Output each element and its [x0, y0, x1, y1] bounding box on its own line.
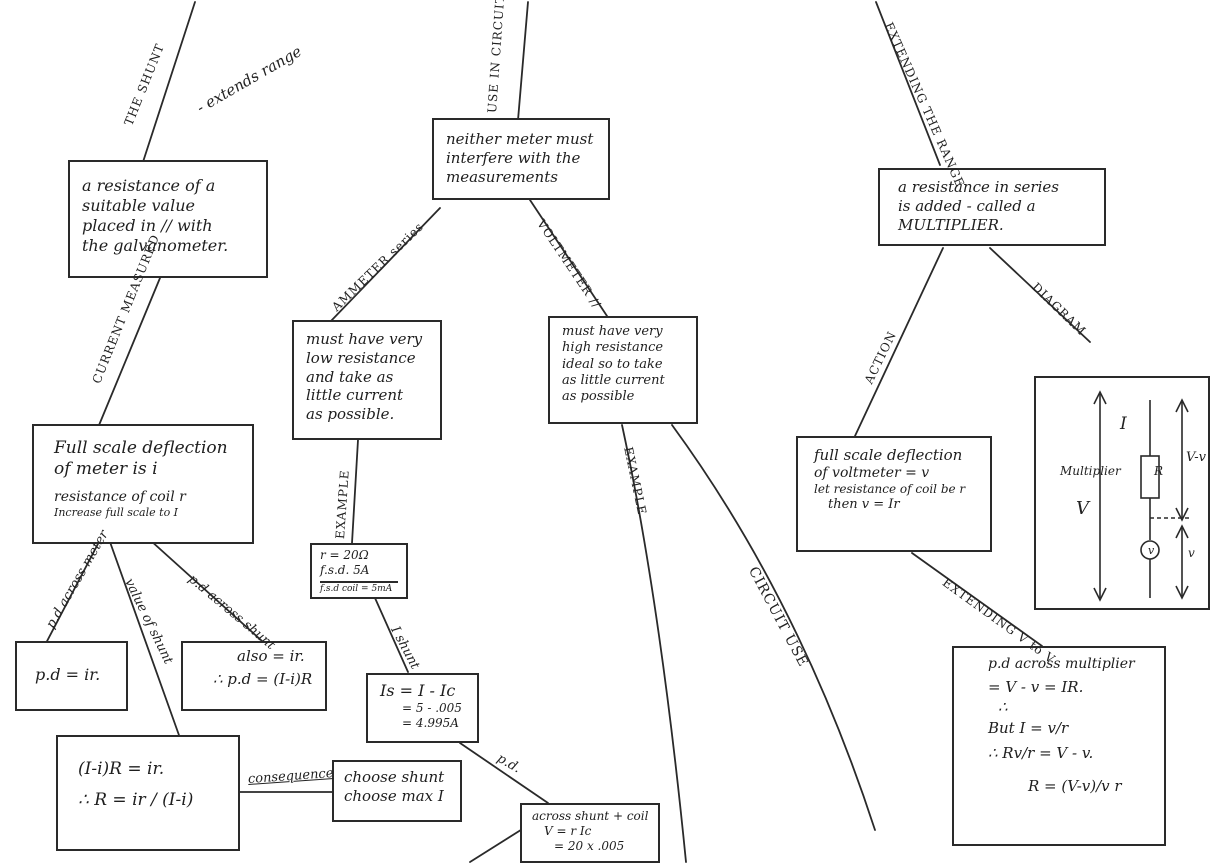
connector-diagram [989, 247, 1091, 343]
voltmeter-requirement-line: as little current [562, 372, 665, 388]
shunt-definition-line: suitable value [82, 196, 195, 215]
pd-across-shunt-line: ∴ p.d = (I-i)R [213, 669, 313, 688]
multiplier-definition-line: is added - called a [898, 196, 1036, 215]
connector-extending-top [875, 1, 941, 166]
connector-example-left [351, 439, 359, 544]
choose-shunt-line: choose max I [344, 786, 444, 805]
multiplier-definition-line: a resistance in series [898, 178, 1059, 196]
example-values-box: r = 20Ω f.s.d. 5A f.s.d coil = 5mA [310, 543, 408, 599]
shunt-current-line: Is = I - Ic [380, 681, 456, 700]
shunt-definition-line: the galvanometer. [82, 236, 229, 255]
fsd-line: Full scale deflection [54, 438, 228, 458]
choose-shunt-box: choose shunt choose max I [332, 760, 462, 822]
pd-across-shunt-box: also = ir. ∴ p.d = (I-i)R [181, 641, 327, 711]
connector-action [854, 247, 944, 437]
shunt-equation-box: (I-i)R = ir. ∴ R = ir / (I-i) [56, 735, 240, 851]
ammeter-requirement-box: must have very low resistance and take a… [292, 320, 442, 440]
connector-ammeter [329, 207, 441, 323]
voltmeter-requirement-line: must have very [562, 324, 663, 339]
across-shunt-line: across shunt + coil [532, 809, 649, 823]
resistor-label: R [1154, 464, 1164, 478]
multiplier-calc-line: ∴ [998, 698, 1008, 717]
multiplier-calc-line: ∴ Rv/r = V - v. [988, 743, 1094, 762]
connector-circuit-use [671, 424, 876, 831]
connector-current-measured [96, 277, 161, 431]
multiplier-definition-box: a resistance in series is added - called… [878, 168, 1106, 246]
connector-pd-meter [44, 539, 101, 646]
shunt-equation-line: (I-i)R = ir. [78, 759, 165, 779]
voltmeter-requirement-line: ideal so to take [562, 356, 663, 372]
shunt-current-line: = 4.995A [402, 716, 459, 730]
voltmeter-requirement-line: high resistance [562, 340, 664, 356]
ammeter-requirement-line: little current [306, 386, 404, 405]
ammeter-requirement-line: low resistance [306, 348, 416, 367]
voltmeter-fsd-line: then v = Ir [828, 497, 900, 513]
multiplier-calculation-box: p.d across multiplier = V - v = IR. ∴ Bu… [952, 646, 1166, 846]
fsd-line: of meter is i [54, 459, 158, 480]
multiplier-calc-line: R = (V-v)/v r [1028, 776, 1122, 795]
full-scale-deflection-box: Full scale deflection of meter is i resi… [32, 424, 254, 544]
voltmeter-fsd-line: of voltmeter = v [814, 464, 930, 481]
ammeter-requirement-line: as possible. [306, 405, 395, 423]
pd-across-shunt-line: also = ir. [237, 647, 305, 665]
example-value-line: r = 20Ω [320, 548, 369, 562]
multiplier-calc-line: But I = v/r [988, 719, 1069, 737]
connector-pd-shunt [149, 539, 263, 642]
multiplier-definition-line: MULTIPLIER. [898, 215, 1004, 234]
connector-extending-v [911, 552, 1043, 647]
connector-example-right [621, 424, 687, 863]
multiplier-calc-line: p.d across multiplier [988, 656, 1135, 672]
total-voltage-label: V [1076, 498, 1089, 519]
connector-voltmeter [529, 199, 608, 317]
connector-use-top [517, 1, 529, 121]
example-value-extra: f.s.d coil = 5mA [320, 581, 398, 595]
ammeter-requirement-line: and take as [306, 367, 394, 386]
voltmeter-fsd-line: let resistance of coil be r [814, 482, 966, 497]
shunt-equation-line: ∴ R = ir / (I-i) [78, 790, 194, 811]
neither-meter-line: measurements [446, 167, 558, 186]
connector-shunt-top [141, 1, 196, 166]
connector-ishunt [374, 597, 409, 673]
pd-ir-line: p.d = ir. [35, 665, 101, 684]
voltmeter-requirement-box: must have very high resistance ideal so … [548, 316, 698, 424]
fsd-line: resistance of coil r [54, 488, 186, 505]
circuit-diagram [1093, 390, 1190, 602]
pd-ir-box: p.d = ir. [15, 641, 128, 711]
voltmeter-requirement-line: as possible [562, 389, 635, 404]
choose-shunt-line: choose shunt [344, 768, 445, 786]
shunt-definition-line: placed in // with [82, 216, 213, 235]
shunt-definition-line: a resistance of a [82, 176, 216, 195]
across-shunt-coil-box: across shunt + coil V = r Ic = 20 x .005 [520, 803, 660, 863]
voltmeter-fsd-line: full scale deflection [814, 446, 963, 464]
multiplier-label: Multiplier [1060, 464, 1121, 478]
neither-meter-box: neither meter must interfere with the me… [432, 118, 610, 200]
connector-across-down [469, 827, 525, 863]
voltmeter-fsd-box: full scale deflection of voltmeter = v l… [796, 436, 992, 552]
voltage-difference-label: V-v [1186, 450, 1206, 465]
across-shunt-line: = 20 x .005 [554, 839, 625, 853]
connector-value-shunt [109, 541, 181, 739]
current-label: I [1120, 414, 1127, 434]
ammeter-requirement-line: must have very [306, 330, 423, 348]
fsd-extra-line: Increase full scale to I [54, 506, 179, 519]
shunt-definition-box: a resistance of a suitable value placed … [68, 160, 268, 278]
multiplier-calc-line: = V - v = IR. [988, 677, 1084, 696]
meter-voltage-label: v [1188, 546, 1195, 560]
example-value-line: f.s.d. 5A [320, 563, 370, 577]
neither-meter-line: interfere with the [446, 148, 581, 167]
connector-pd [459, 742, 549, 804]
across-shunt-line: V = r Ic [544, 824, 592, 838]
neither-meter-line: neither meter must [446, 130, 594, 148]
shunt-current-line: = 5 - .005 [402, 701, 462, 715]
shunt-current-box: Is = I - Ic = 5 - .005 = 4.995A [366, 673, 479, 743]
meter-symbol-label: v [1148, 544, 1155, 557]
circuit-diagram-box: I Multiplier R V V-v v v [1034, 376, 1210, 610]
